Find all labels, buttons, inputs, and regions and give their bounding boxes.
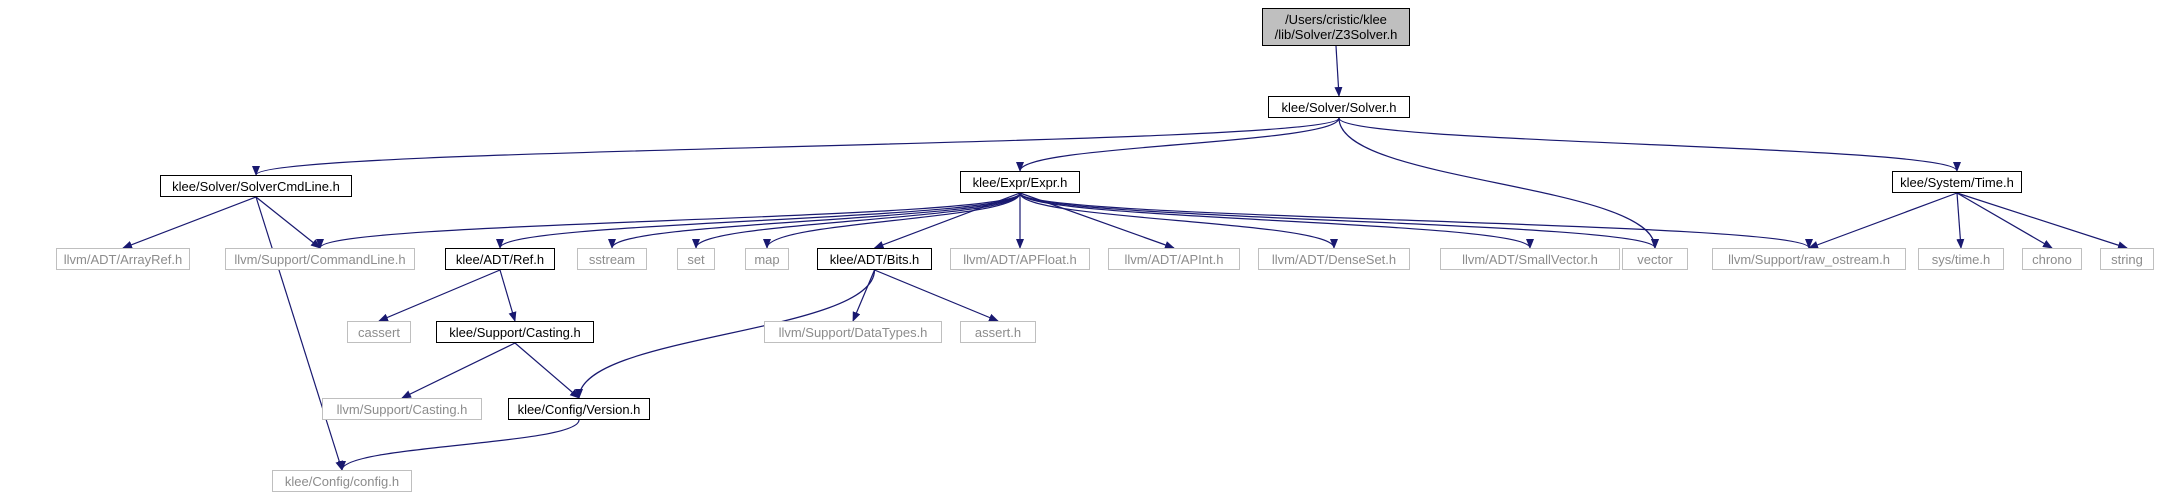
edge-expr-to-set (692, 192, 1021, 249)
node-datatypes-h: llvm/Support/DataTypes.h (764, 321, 942, 343)
node-arrayref-h: llvm/ADT/ArrayRef.h (56, 248, 190, 270)
edge-time-to-systime (1956, 192, 1965, 249)
node-version-h[interactable]: klee/Config/Version.h (508, 398, 650, 420)
node-llvm-casting-h: llvm/Support/Casting.h (322, 398, 482, 420)
edge-casting-to-version (514, 342, 580, 399)
node-time-h[interactable]: klee/System/Time.h (1892, 171, 2022, 193)
edge-cmdline-to-arrayref (122, 196, 257, 249)
edge-expr-to-bits (873, 192, 1021, 249)
node-denseset-h: llvm/ADT/DenseSet.h (1258, 248, 1410, 270)
node-vector: vector (1622, 248, 1688, 270)
node-set: set (677, 248, 715, 270)
node-sstream: sstream (577, 248, 647, 270)
edge-expr-to-commandline (316, 192, 1021, 249)
node-commandline-h: llvm/Support/CommandLine.h (225, 248, 415, 270)
node-bits-h[interactable]: klee/ADT/Bits.h (817, 248, 932, 270)
node-apint-h: llvm/ADT/APInt.h (1108, 248, 1240, 270)
node-config-h: klee/Config/config.h (272, 470, 412, 492)
edge-ref-to-cassert (378, 269, 501, 322)
edge-bits-to-datatypes (852, 269, 876, 322)
node-sys-time-h: sys/time.h (1918, 248, 2004, 270)
node-chrono: chrono (2022, 248, 2082, 270)
node-apfloat-h: llvm/ADT/APFloat.h (950, 248, 1090, 270)
edge-expr-to-denseset (1019, 192, 1338, 249)
node-expr-h[interactable]: klee/Expr/Expr.h (960, 171, 1080, 193)
edge-cmdline-to-commandline (255, 196, 321, 249)
node-solver-h[interactable]: klee/Solver/Solver.h (1268, 96, 1410, 118)
edge-time-to-rawostream (1808, 192, 1958, 249)
edge-cmdline-to-config (255, 196, 344, 471)
edge-solver-to-vector (1338, 117, 1659, 249)
node-smallvector-h: llvm/ADT/SmallVector.h (1440, 248, 1620, 270)
node-root-line2: /lib/Solver/Z3Solver.h (1274, 27, 1398, 42)
edge-expr-to-map (763, 192, 1021, 249)
edge-solver-to-expr (1016, 117, 1340, 172)
node-casting-h[interactable]: klee/Support/Casting.h (436, 321, 594, 343)
edge-bits-to-asserth (874, 269, 999, 322)
edge-bits-to-version (575, 269, 876, 399)
edge-time-to-string (1956, 192, 2128, 250)
edge-expr-to-sstream (608, 192, 1021, 249)
node-map: map (745, 248, 789, 270)
node-string: string (2100, 248, 2154, 270)
edge-ref-to-casting (499, 269, 517, 322)
edge-expr-to-rawostream (1019, 192, 1813, 249)
node-cassert: cassert (347, 321, 411, 343)
node-assert-h: assert.h (960, 321, 1036, 343)
edge-casting-to-llvmcasting (401, 342, 516, 399)
edge-time-to-chrono (1956, 192, 2053, 249)
edge-root-to-solver (1334, 45, 1343, 97)
edge-version-to-config (338, 419, 580, 471)
node-raw-ostream-h: llvm/Support/raw_ostream.h (1712, 248, 1906, 270)
edge-expr-to-smallvector (1019, 192, 1534, 249)
edge-solver-to-time (1338, 117, 1961, 172)
edge-solver-to-cmdline (252, 117, 1340, 176)
node-solvercmdline-h[interactable]: klee/Solver/SolverCmdLine.h (160, 175, 352, 197)
node-ref-h[interactable]: klee/ADT/Ref.h (445, 248, 555, 270)
edge-expr-to-vector (1019, 192, 1659, 249)
node-root-line1: /Users/cristic/klee (1285, 12, 1387, 27)
node-root-z3solver-h[interactable]: /Users/cristic/klee /lib/Solver/Z3Solver… (1262, 8, 1410, 46)
